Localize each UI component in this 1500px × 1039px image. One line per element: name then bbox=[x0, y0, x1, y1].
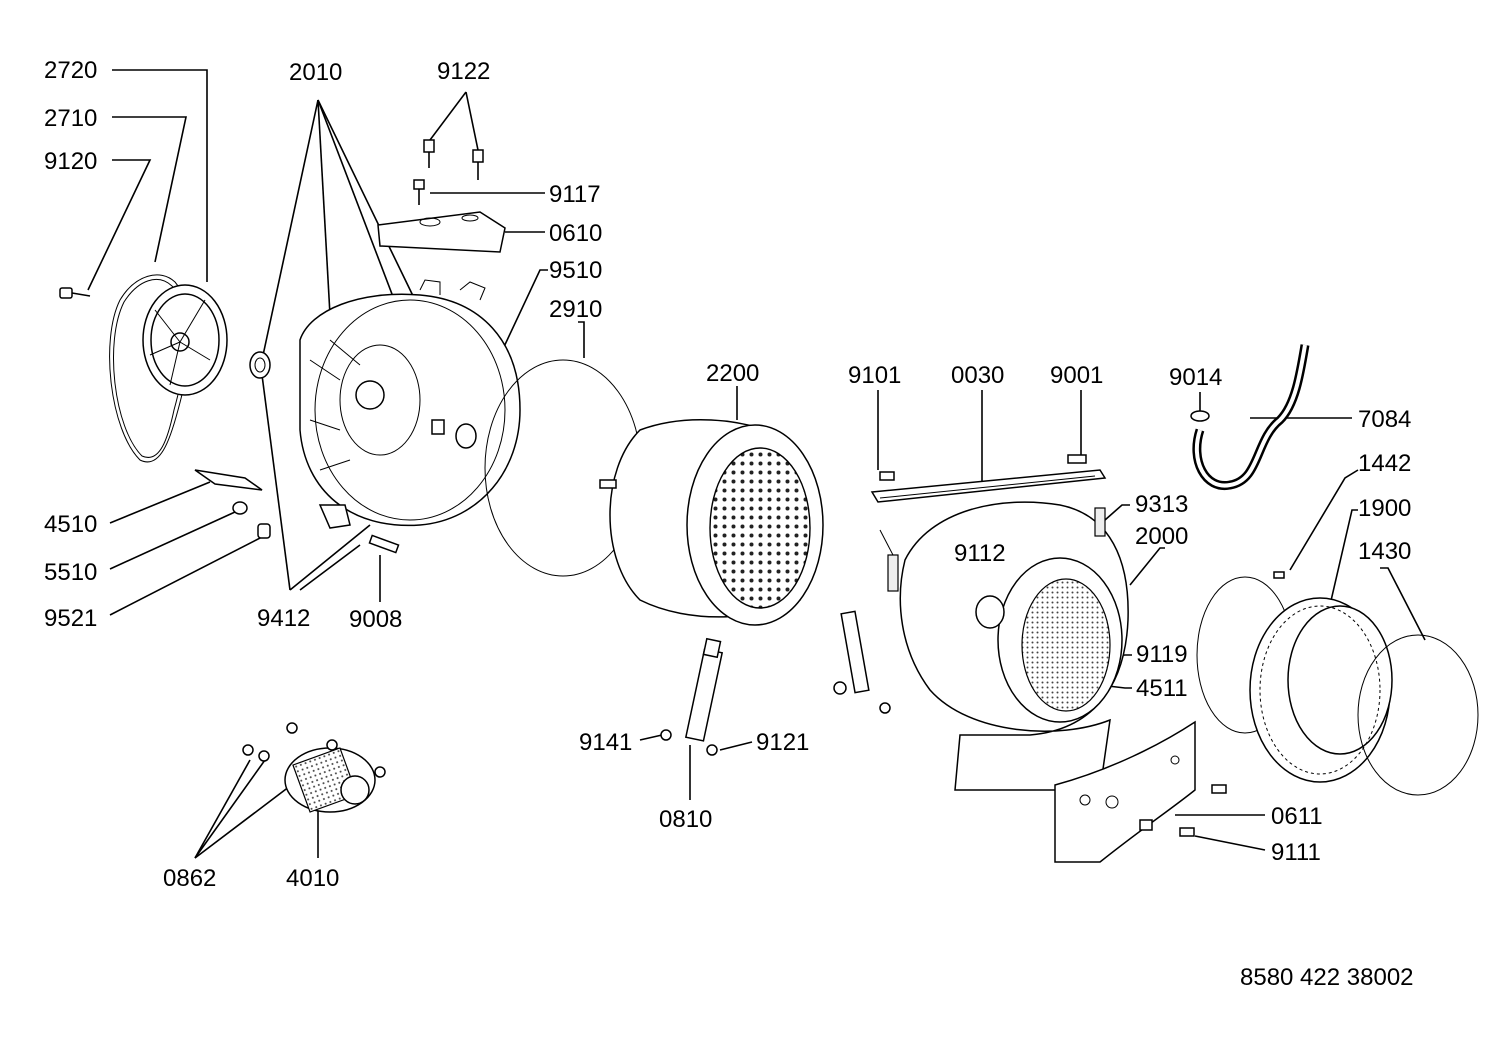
heater-0810 bbox=[660, 637, 724, 756]
label-2010: 2010 bbox=[289, 59, 342, 86]
label-9001: 9001 bbox=[1050, 362, 1103, 389]
label-9101: 9101 bbox=[848, 362, 901, 389]
label-9412: 9412 bbox=[257, 605, 310, 632]
label-9510: 9510 bbox=[549, 257, 602, 284]
front-tub-2000 bbox=[899, 501, 1129, 791]
counterweight-0611 bbox=[1054, 720, 1227, 863]
springs bbox=[879, 507, 1106, 592]
heater-element-right bbox=[833, 610, 891, 714]
label-7084: 7084 bbox=[1358, 406, 1411, 433]
label-5510: 5510 bbox=[44, 559, 97, 586]
small-parts-left bbox=[194, 469, 271, 539]
drum-2200 bbox=[599, 419, 824, 626]
label-0810: 0810 bbox=[659, 806, 712, 833]
part-labels: 2720 2710 9120 2010 9122 9117 0610 9510 … bbox=[44, 57, 1414, 991]
motor-4010 bbox=[242, 722, 386, 813]
label-1430: 1430 bbox=[1358, 538, 1411, 565]
label-9121: 9121 bbox=[756, 729, 809, 756]
label-4511: 4511 bbox=[1136, 675, 1188, 702]
label-9521: 9521 bbox=[44, 605, 97, 632]
label-2200: 2200 bbox=[706, 360, 759, 387]
document-number: 8580 422 38002 bbox=[1240, 964, 1414, 991]
bar-0030 bbox=[870, 454, 1107, 503]
hose-7084 bbox=[1190, 344, 1310, 490]
label-2000: 2000 bbox=[1135, 523, 1188, 550]
label-4510: 4510 bbox=[44, 511, 97, 538]
label-9122: 9122 bbox=[437, 58, 490, 85]
label-0862: 0862 bbox=[163, 865, 216, 892]
leader-lines bbox=[87, 69, 1426, 859]
label-9141: 9141 bbox=[579, 729, 632, 756]
belt-and-pulley bbox=[109, 274, 228, 463]
clamp-ring-1430 bbox=[1357, 634, 1479, 796]
label-2910: 2910 bbox=[549, 296, 602, 323]
bolts-9122 bbox=[413, 139, 484, 205]
label-9117: 9117 bbox=[549, 181, 601, 208]
label-0610: 0610 bbox=[549, 220, 602, 247]
label-1900: 1900 bbox=[1358, 495, 1411, 522]
label-2720: 2720 bbox=[44, 57, 97, 84]
label-9120: 9120 bbox=[44, 148, 97, 175]
label-9008: 9008 bbox=[349, 606, 402, 633]
label-9313: 9313 bbox=[1135, 491, 1188, 518]
label-9014: 9014 bbox=[1169, 364, 1222, 391]
bearing-ring bbox=[249, 351, 271, 379]
bracket-0610 bbox=[377, 211, 506, 253]
door-seal-1900 bbox=[1196, 571, 1393, 783]
label-4010: 4010 bbox=[286, 865, 339, 892]
label-2710: 2710 bbox=[44, 105, 97, 132]
label-9111: 9111 bbox=[1271, 839, 1321, 866]
pulley-bolt bbox=[59, 287, 91, 299]
label-9112: 9112 bbox=[954, 540, 1006, 567]
rod-9008 bbox=[368, 534, 400, 554]
rear-tub bbox=[299, 279, 521, 529]
label-0030: 0030 bbox=[951, 362, 1004, 389]
label-0611: 0611 bbox=[1271, 803, 1323, 830]
label-1442: 1442 bbox=[1358, 450, 1411, 477]
label-9119: 9119 bbox=[1136, 641, 1188, 668]
